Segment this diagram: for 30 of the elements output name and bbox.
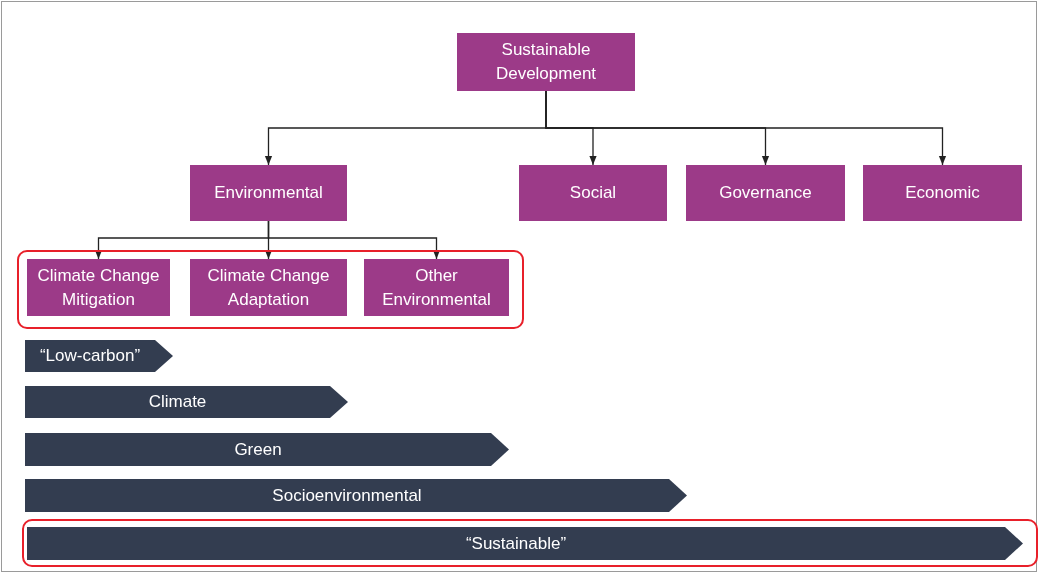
box-label: Social [569, 182, 617, 204]
bar-label: Socioenvironmental [272, 485, 422, 506]
process-box [457, 33, 635, 91]
bar-label: “Low-carbon” [39, 346, 141, 366]
process-box [364, 259, 509, 316]
bar-label: Green [234, 439, 282, 460]
box-label: Climate Change Mitigation [36, 264, 161, 311]
chevron-bar [25, 386, 348, 418]
bar-label: “Sustainable” [465, 533, 567, 554]
process-box [190, 259, 347, 316]
chevron-bar [25, 433, 509, 466]
highlight-outline [17, 250, 524, 329]
box-label: Environmental [214, 182, 323, 204]
arrow [545, 90, 947, 166]
arrow [267, 220, 441, 260]
bar-label: Climate [148, 392, 207, 412]
box-label: Climate Change Adaptation [206, 264, 331, 311]
box-label: Economic [905, 182, 980, 204]
highlight-outline [22, 519, 1038, 567]
chevron-bar [25, 340, 173, 372]
box-label: Sustainable Development [494, 39, 598, 85]
process-box [686, 165, 845, 221]
box-label: Other Environmental [381, 264, 492, 311]
box-label: Governance [719, 182, 812, 204]
process-box [519, 165, 667, 221]
chevron-bar [27, 527, 1023, 560]
process-box [863, 165, 1022, 221]
process-box [190, 165, 347, 221]
process-box [27, 259, 170, 316]
chevron-bar [25, 479, 687, 512]
